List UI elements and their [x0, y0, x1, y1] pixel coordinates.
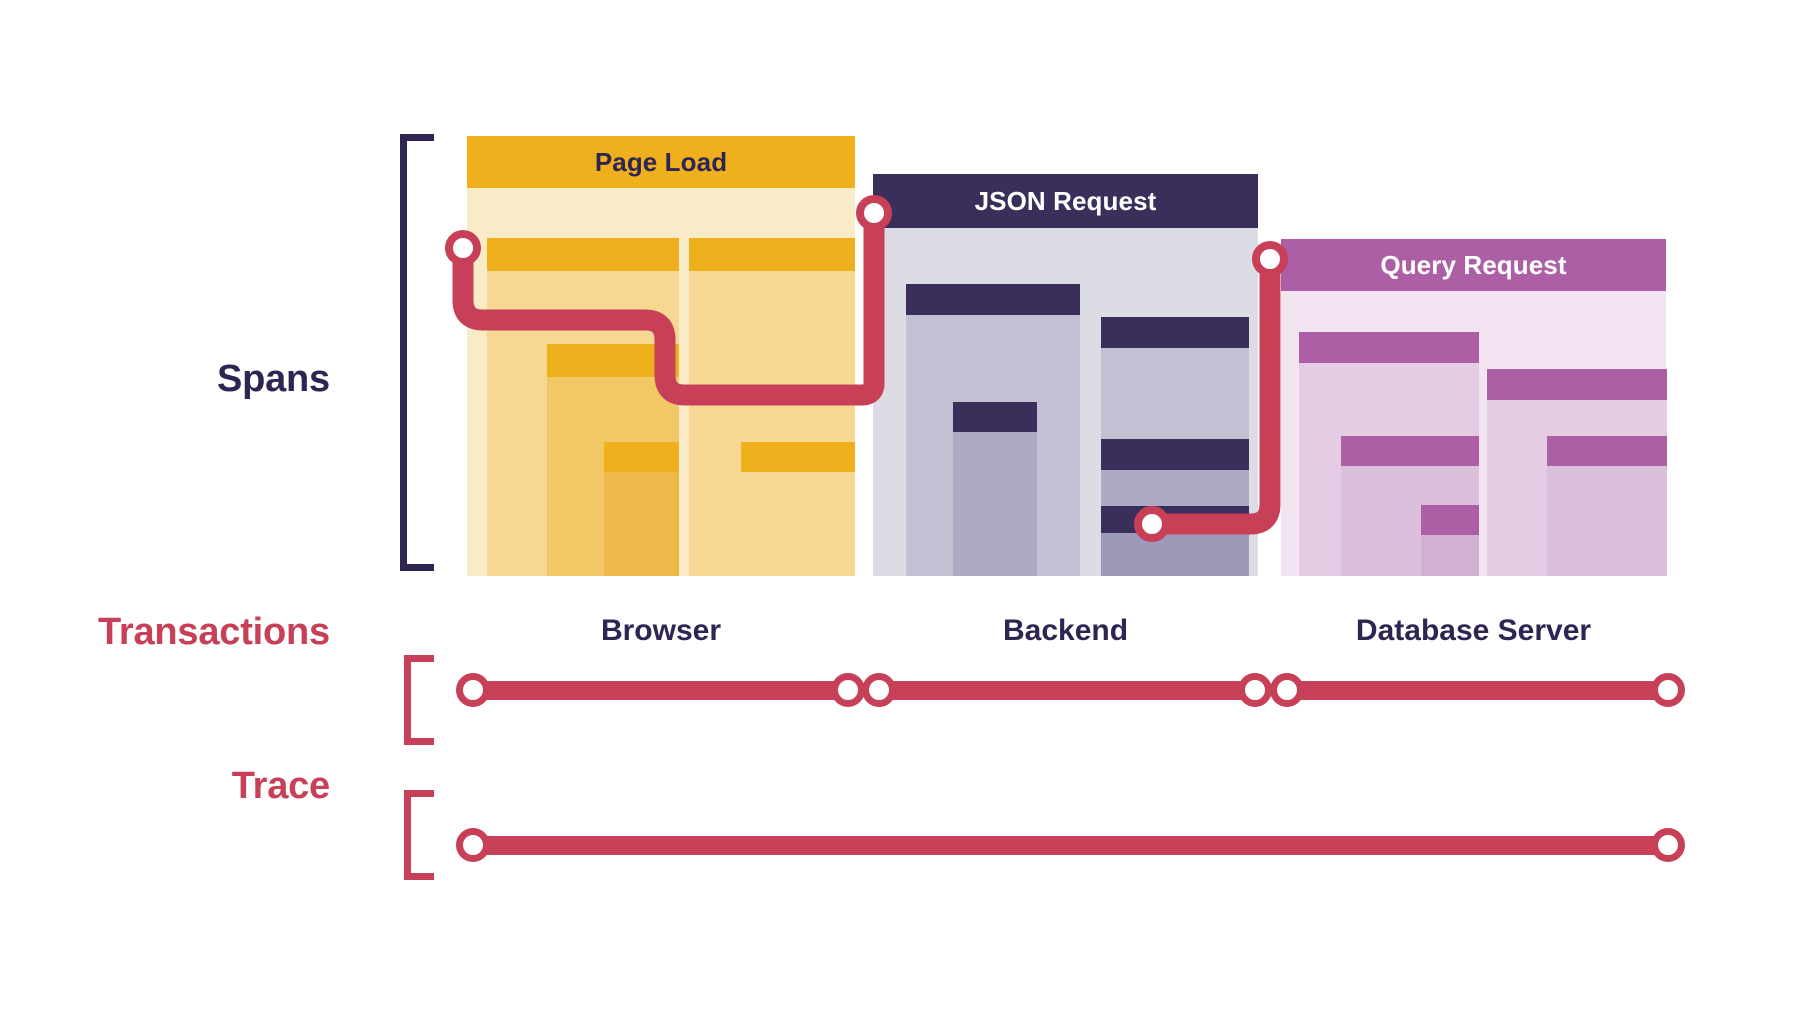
- transaction-node-backend-start[interactable]: [862, 673, 896, 707]
- spans-bracket: [400, 134, 434, 571]
- service-caption-backend: Backend: [1002, 614, 1129, 647]
- transaction-node-database-end[interactable]: [1651, 673, 1685, 707]
- transaction-title-backend: JSON Request: [974, 185, 1157, 216]
- trace-segment-full[interactable]: [467, 836, 1663, 855]
- database-span-4-cap: [1487, 369, 1667, 400]
- transaction-node-browser-start[interactable]: [456, 673, 490, 707]
- service-caption-database: Database Server: [1355, 614, 1592, 647]
- transaction-segment-browser[interactable]: [467, 681, 850, 700]
- database-span-3-cap: [1421, 505, 1479, 535]
- browser-span-3-cap: [604, 442, 679, 472]
- span-panel-database[interactable]: Query Request: [1281, 239, 1667, 576]
- browser-span-5-cap: [741, 442, 855, 472]
- database-span-5-cap: [1547, 436, 1667, 466]
- transaction-segment-database[interactable]: [1281, 681, 1669, 700]
- trace-node-end[interactable]: [1651, 828, 1685, 862]
- transaction-title-database: Query Request: [1380, 249, 1567, 280]
- backend-span-2-cap: [953, 402, 1037, 432]
- trace-node-start[interactable]: [456, 828, 490, 862]
- transaction-node-database-start[interactable]: [1270, 673, 1304, 707]
- transaction-title-browser: Page Load: [594, 146, 728, 177]
- database-span-3[interactable]: [1421, 505, 1479, 576]
- transaction-node-backend-end[interactable]: [1238, 673, 1272, 707]
- browser-span-5[interactable]: [741, 442, 855, 576]
- database-span-5[interactable]: [1547, 436, 1667, 576]
- service-caption-browser: Browser: [600, 614, 722, 647]
- panel-header-database: Query Request: [1281, 239, 1666, 291]
- backend-span-2[interactable]: [953, 402, 1037, 576]
- transactions-row-label: Transactions: [97, 611, 330, 653]
- trace-row-label: Trace: [231, 765, 331, 807]
- transaction-node-browser-end[interactable]: [831, 673, 865, 707]
- transaction-segment-backend[interactable]: [873, 681, 1255, 700]
- spans-row-label: Spans: [216, 358, 330, 400]
- panel-header-backend: JSON Request: [873, 174, 1258, 228]
- database-span-1-cap: [1299, 332, 1479, 363]
- browser-span-3[interactable]: [604, 442, 679, 576]
- trace-bracket: [404, 790, 434, 880]
- database-span-2-cap: [1341, 436, 1479, 466]
- transactions-bracket: [404, 655, 434, 745]
- panel-header-browser: Page Load: [467, 136, 855, 188]
- backend-span-1-cap: [906, 284, 1080, 315]
